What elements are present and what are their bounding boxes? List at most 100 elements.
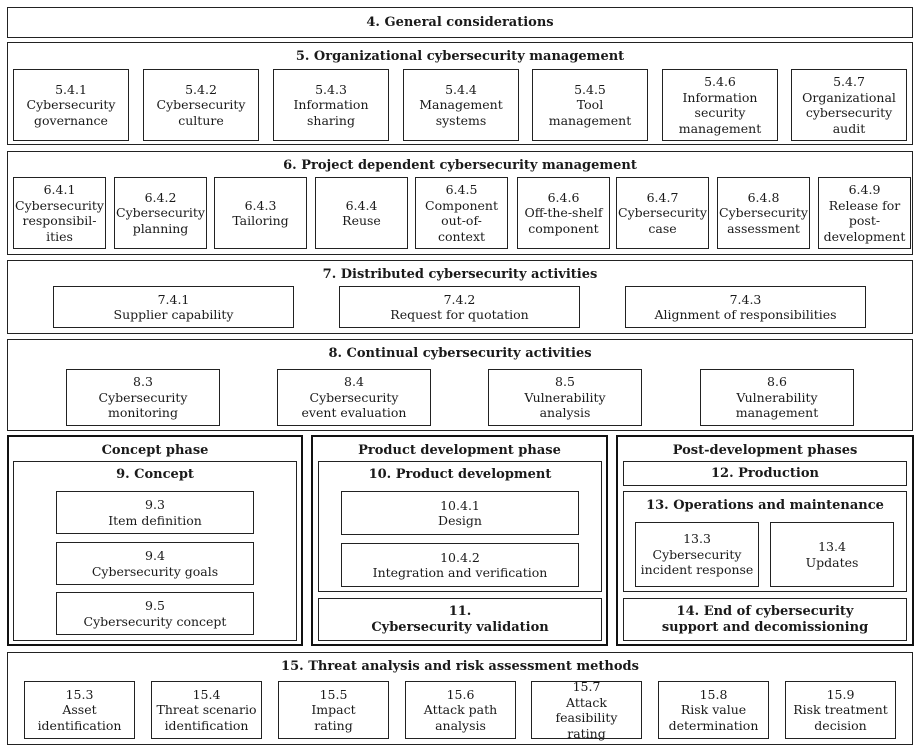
section-5-item-label: Cybersecurity governance [26,97,116,128]
section-6-item-number: 6.4.1 [43,182,76,197]
section-13-item-label: Cybersecurity incident response [640,546,754,578]
section-8-frame: 8. Continual cybersecurity activities [7,339,913,431]
section-10-title: 10. Product development [368,467,552,482]
section-6-item-label: Component out-of-context [425,197,498,244]
section-15-item-label: Threat scenario identification [156,702,257,733]
section-6-item-label: Off-the-shelf component [524,205,603,236]
section-13-item-number: 13.3 [683,531,711,547]
product-phase-title: Product development phase [358,443,561,458]
section-15-item-label: Attack path analysis [423,702,498,733]
section-15-item-label: Impact rating [311,702,356,733]
section-15-item-label: Attack feasibility rating [555,694,618,741]
section-4-frame: 4. General considerations [7,7,913,38]
section-7-item-label: Alignment of responsibilities [654,307,837,322]
section-4-title: 4. General considerations [366,15,554,30]
section-5-item-number: 5.4.3 [315,81,347,97]
section-8-item-label: Cybersecurity monitoring [98,389,188,421]
section-5-item-label: Organizational cybersecurity audit [802,89,896,136]
section-15-item-number: 15.9 [826,686,855,702]
section-9-item-number: 9.4 [145,548,165,563]
post-phase-title: Post-development phases [672,443,858,458]
section-6-item-label: Reuse [342,213,381,228]
section-10-item-label: Design [438,513,482,528]
section-5-item-number: 5.4.2 [185,81,217,97]
section-7-frame: 7. Distributed cybersecurity activities [7,260,913,334]
section-8-item-label: Vulnerability management [735,389,819,421]
section-9-item-label: Item definition [108,512,202,528]
section-5-title: 5. Organizational cybersecurity manageme… [295,49,625,64]
section-9-item-label: Cybersecurity concept [83,613,227,629]
section-14-label: 14. End of cybersecurity support and dec… [661,604,869,635]
section-6-item-number: 6.4.2 [144,189,177,205]
section-7-item-label: Request for quotation [390,307,529,322]
section-15-item-number: 15.3 [65,686,94,702]
section-9-frame: 9. Concept [13,461,297,641]
section-5-item-number: 5.4.6 [704,74,736,89]
section-8-item-number: 8.3 [133,374,153,390]
section-15-title: 15. Threat analysis and risk assessment … [281,659,639,674]
section-5-item-number: 5.4.5 [574,81,606,97]
section-9-item-label: Cybersecurity goals [91,563,219,579]
section-8-item-label: Vulnerability analysis [524,389,606,421]
section-5-item-number: 5.4.7 [833,74,865,89]
section-10-item-number: 10.4.2 [440,549,480,565]
section-15-item-number: 15.6 [446,686,475,702]
section-5-item-number: 5.4.1 [55,81,87,97]
post-phase-frame: Post-development phases [616,435,914,646]
section-10-item-number: 10.4.1 [440,497,480,513]
section-6-frame: 6. Project dependent cybersecurity manag… [7,151,913,255]
section-15-item-number: 15.7 [572,679,601,694]
section-10-item-label: Integration and verification [372,565,548,580]
section-9-item-number: 9.5 [145,598,165,613]
section-7-title: 7. Distributed cybersecurity activities [322,267,598,282]
product-phase-frame: Product development phase [311,435,608,646]
section-10-frame: 10. Product development [318,461,602,592]
section-6-item-number: 6.4.3 [244,197,277,213]
section-5-frame: 5. Organizational cybersecurity manageme… [7,42,913,145]
section-15-item-number: 15.4 [192,686,221,702]
